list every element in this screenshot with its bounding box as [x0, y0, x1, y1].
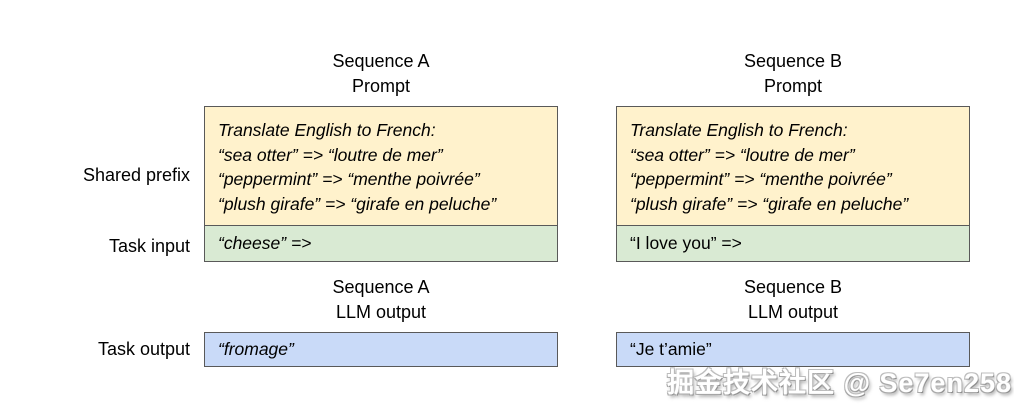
sequence-b-prompt-heading: Sequence B Prompt: [616, 49, 970, 99]
sequence-a-output-heading: Sequence A LLM output: [204, 275, 558, 325]
prompt-line: “plush girafe” => “girafe en peluche”: [630, 193, 909, 214]
prompt-line: “sea otter” => “loutre de mer”: [630, 144, 855, 165]
sequence-b-output-heading-line1: Sequence B: [743, 277, 843, 297]
prompt-line: Translate English to French:: [218, 120, 436, 140]
sequence-a-shared-prefix-box: Translate English to French: “sea otter”…: [204, 106, 558, 226]
prompt-line: Translate English to French:: [630, 120, 848, 140]
sequence-b-shared-prefix-box: Translate English to French: “sea otter”…: [616, 106, 970, 226]
sequence-b-output-heading: Sequence B LLM output: [616, 275, 970, 325]
sequence-b-output-heading-line2: LLM output: [747, 302, 839, 322]
row-label-task-input: Task input: [108, 236, 190, 256]
sequence-a-output-heading-line1: Sequence A: [332, 277, 430, 297]
prompt-line: “peppermint” => “menthe poivrée”: [218, 169, 480, 189]
prompt-line: “sea otter” => “loutre de mer”: [218, 144, 443, 165]
prompt-line: “plush girafe” => “girafe en peluche”: [218, 193, 497, 214]
sequence-a-prompt-heading-line1: Sequence A: [332, 51, 430, 71]
sequence-a-prompt-heading: Sequence A Prompt: [204, 49, 558, 99]
watermark: 掘金技术社区 @ Se7en258: [667, 368, 1012, 398]
sequence-b-task-input-box: “I love you” =>: [616, 225, 970, 262]
sequence-a-task-input-text: “cheese” =>: [218, 233, 312, 253]
sequence-a-task-input-box: “cheese” =>: [204, 225, 558, 262]
sequence-a-task-output-text: “fromage”: [218, 339, 294, 359]
sequence-b-task-input-text: “I love you” =>: [630, 233, 742, 253]
sequence-b-task-output-box: “Je t’amie”: [616, 332, 970, 367]
sequence-a-task-output-box: “fromage”: [204, 332, 558, 367]
sequence-b-prompt-heading-line2: Prompt: [763, 76, 823, 96]
row-label-shared-prefix: Shared prefix: [82, 165, 190, 185]
sequence-a-prompt-heading-line2: Prompt: [351, 76, 411, 96]
sequence-a-output-heading-line2: LLM output: [335, 302, 427, 322]
sequence-b-task-output-text: “Je t’amie”: [630, 339, 712, 359]
prompt-line: “peppermint” => “menthe poivrée”: [630, 169, 892, 189]
sequence-b-prompt-heading-line1: Sequence B: [743, 51, 843, 71]
row-label-task-output: Task output: [97, 339, 190, 359]
